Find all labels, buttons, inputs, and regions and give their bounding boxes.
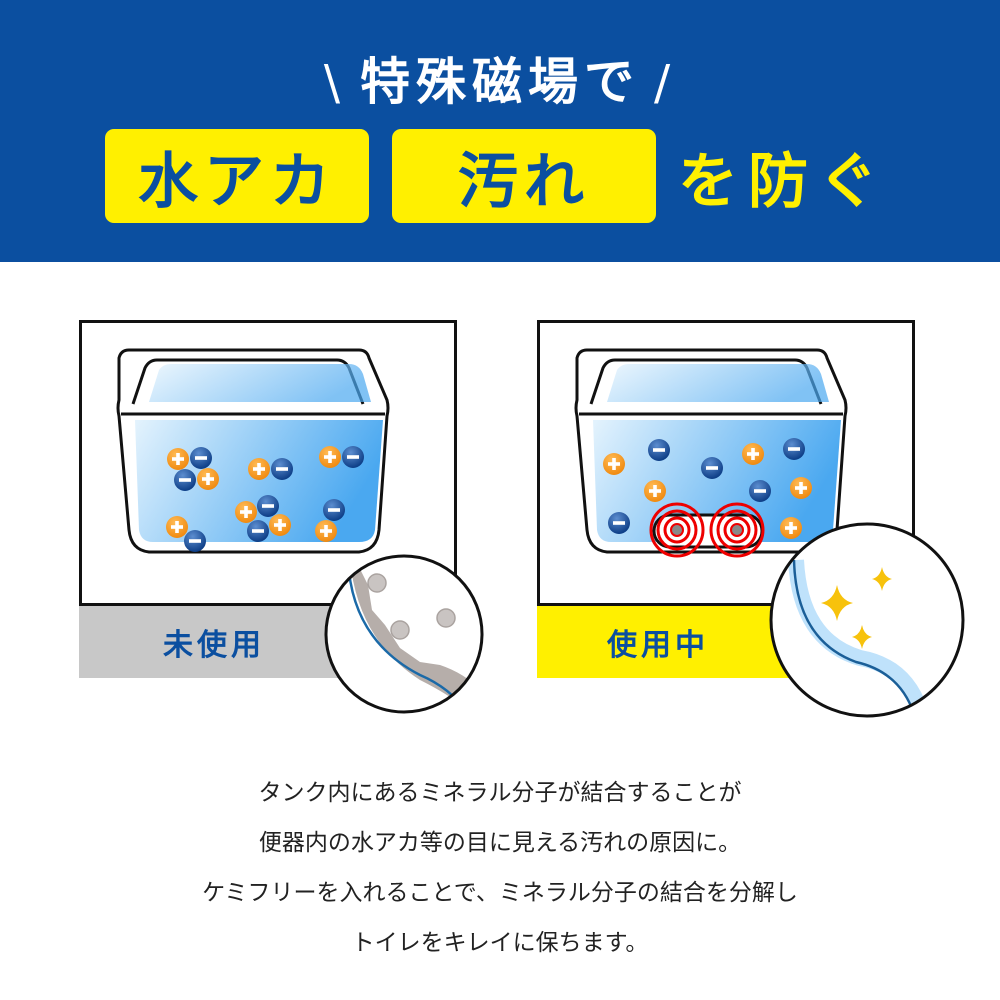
zoom-circle-grime (324, 554, 484, 714)
zoom-circle-clean (769, 522, 965, 718)
tag-stain: 汚れ (392, 129, 656, 223)
sparkle-icon (821, 567, 892, 649)
header-banner: \特殊磁場で/ 水アカ 汚れ を防ぐ (0, 0, 1000, 262)
illustration-layer (116, 348, 965, 718)
tag-water-scale: 水アカ (105, 129, 369, 223)
headline-prevent: を防ぐ (678, 146, 888, 217)
description-text: タンク内にあるミネラル分子が結合することが 便器内の水アカ等の目に見える汚れの原… (202, 780, 798, 956)
magnet-device-icon (649, 502, 765, 558)
headline-subtitle: \特殊磁場で/ (323, 53, 677, 111)
